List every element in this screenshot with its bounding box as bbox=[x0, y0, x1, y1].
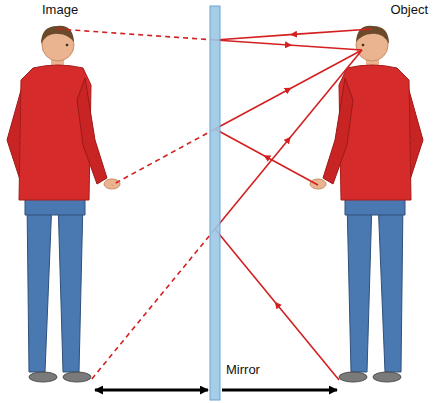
figure-label: Object bbox=[388, 2, 430, 17]
incident-rays-part bbox=[215, 50, 362, 229]
image-figure bbox=[7, 26, 120, 382]
virtual-rays-part bbox=[112, 129, 215, 185]
virtual-rays-part bbox=[58, 29, 215, 40]
figure-label: Image bbox=[40, 2, 80, 17]
incident-rays bbox=[215, 29, 372, 380]
figure-label: Mirror bbox=[224, 362, 262, 377]
distance-arrows-part bbox=[222, 389, 337, 392]
incident-rays-part bbox=[215, 50, 362, 129]
plane-mirror bbox=[210, 6, 220, 400]
distance-arrows-part bbox=[95, 389, 208, 392]
incident-rays-part bbox=[215, 229, 339, 380]
incident-rays-part bbox=[215, 40, 362, 50]
virtual-rays-part bbox=[91, 229, 215, 380]
incident-rays-part bbox=[215, 29, 372, 40]
object-figure bbox=[310, 26, 423, 382]
virtual-rays bbox=[58, 29, 215, 380]
distance-arrows bbox=[95, 389, 337, 392]
incident-rays-part bbox=[215, 129, 318, 185]
